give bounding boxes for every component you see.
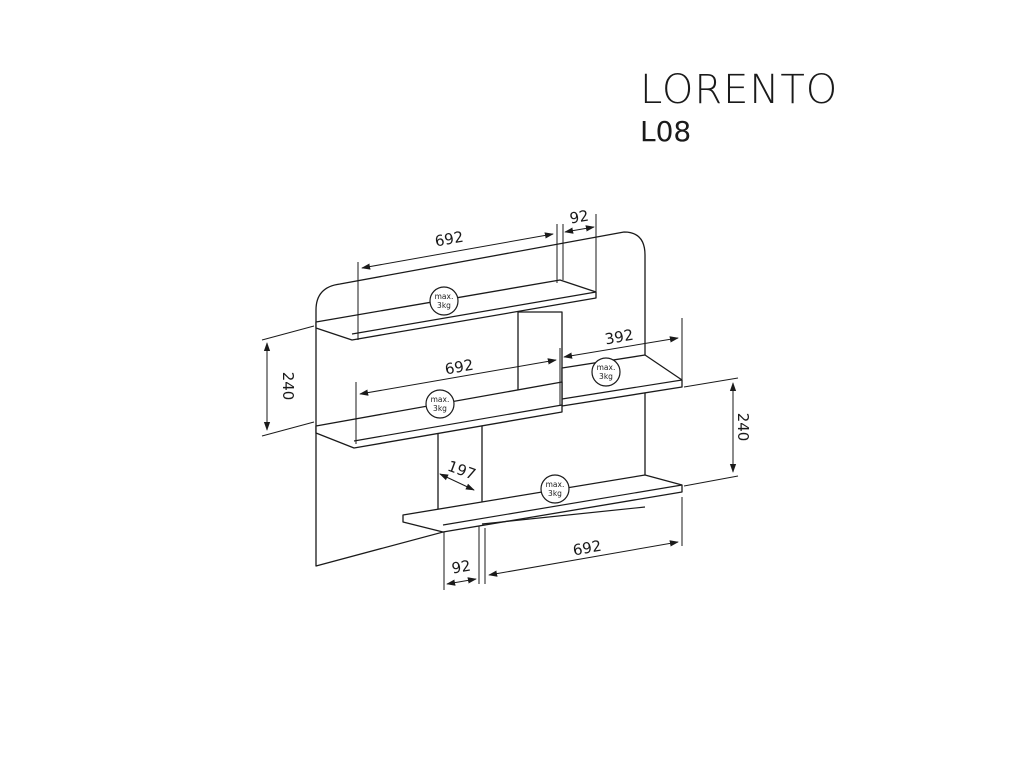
load-badge-bottom-line1: max. xyxy=(546,480,565,489)
load-badge-top-line1: max. xyxy=(435,292,454,301)
dim-bottom-92-label: 92 xyxy=(450,557,472,578)
product-code: L08 xyxy=(640,115,692,148)
dim-top-92-label: 92 xyxy=(568,207,590,228)
bottom-shelf xyxy=(402,474,683,533)
load-badge-bottom-line2: 3kg xyxy=(548,489,562,498)
top-shelf xyxy=(315,279,597,341)
load-badge-middle-right-line1: max. xyxy=(597,363,616,372)
bottom-shelf-edge xyxy=(442,484,683,526)
middle-shelf-edge xyxy=(353,404,563,442)
load-badge-top-line2: 3kg xyxy=(437,301,451,310)
dim-bottom-692-label: 692 xyxy=(571,537,602,560)
dim-bottom-692: 692 xyxy=(484,497,683,584)
dim-392-label: 392 xyxy=(603,326,634,349)
dim-middle-692-label: 692 xyxy=(443,356,474,379)
title-block: LORENTO L08 xyxy=(640,70,838,146)
dim-top-692-label: 692 xyxy=(433,228,464,251)
product-name: LORENTO xyxy=(640,67,839,113)
dim-left-240: 240 xyxy=(261,325,315,437)
load-badge-bottom: max. 3kg xyxy=(540,474,570,504)
dim-right-240-label: 240 xyxy=(734,413,752,442)
dim-top-92: 92 xyxy=(562,207,597,292)
load-badge-middle-right: max. 3kg xyxy=(591,357,621,387)
dim-left-240-label: 240 xyxy=(279,372,297,401)
top-shelf-edge xyxy=(351,291,597,335)
load-badge-middle-right-line2: 3kg xyxy=(599,372,613,381)
bottom-support-line xyxy=(481,506,646,525)
dim-top-692: 692 xyxy=(357,224,558,340)
load-badge-middle: max. 3kg xyxy=(425,389,455,419)
dim-bottom-92: 92 xyxy=(443,526,480,590)
load-badge-middle-line1: max. xyxy=(431,395,450,404)
dim-middle-692: 692 xyxy=(355,356,561,444)
middle-right-shelf-edge xyxy=(561,379,683,400)
dim-right-240: 240 xyxy=(683,377,752,487)
load-badge-top: max. 3kg xyxy=(429,286,459,316)
load-badge-middle-line2: 3kg xyxy=(433,404,447,413)
